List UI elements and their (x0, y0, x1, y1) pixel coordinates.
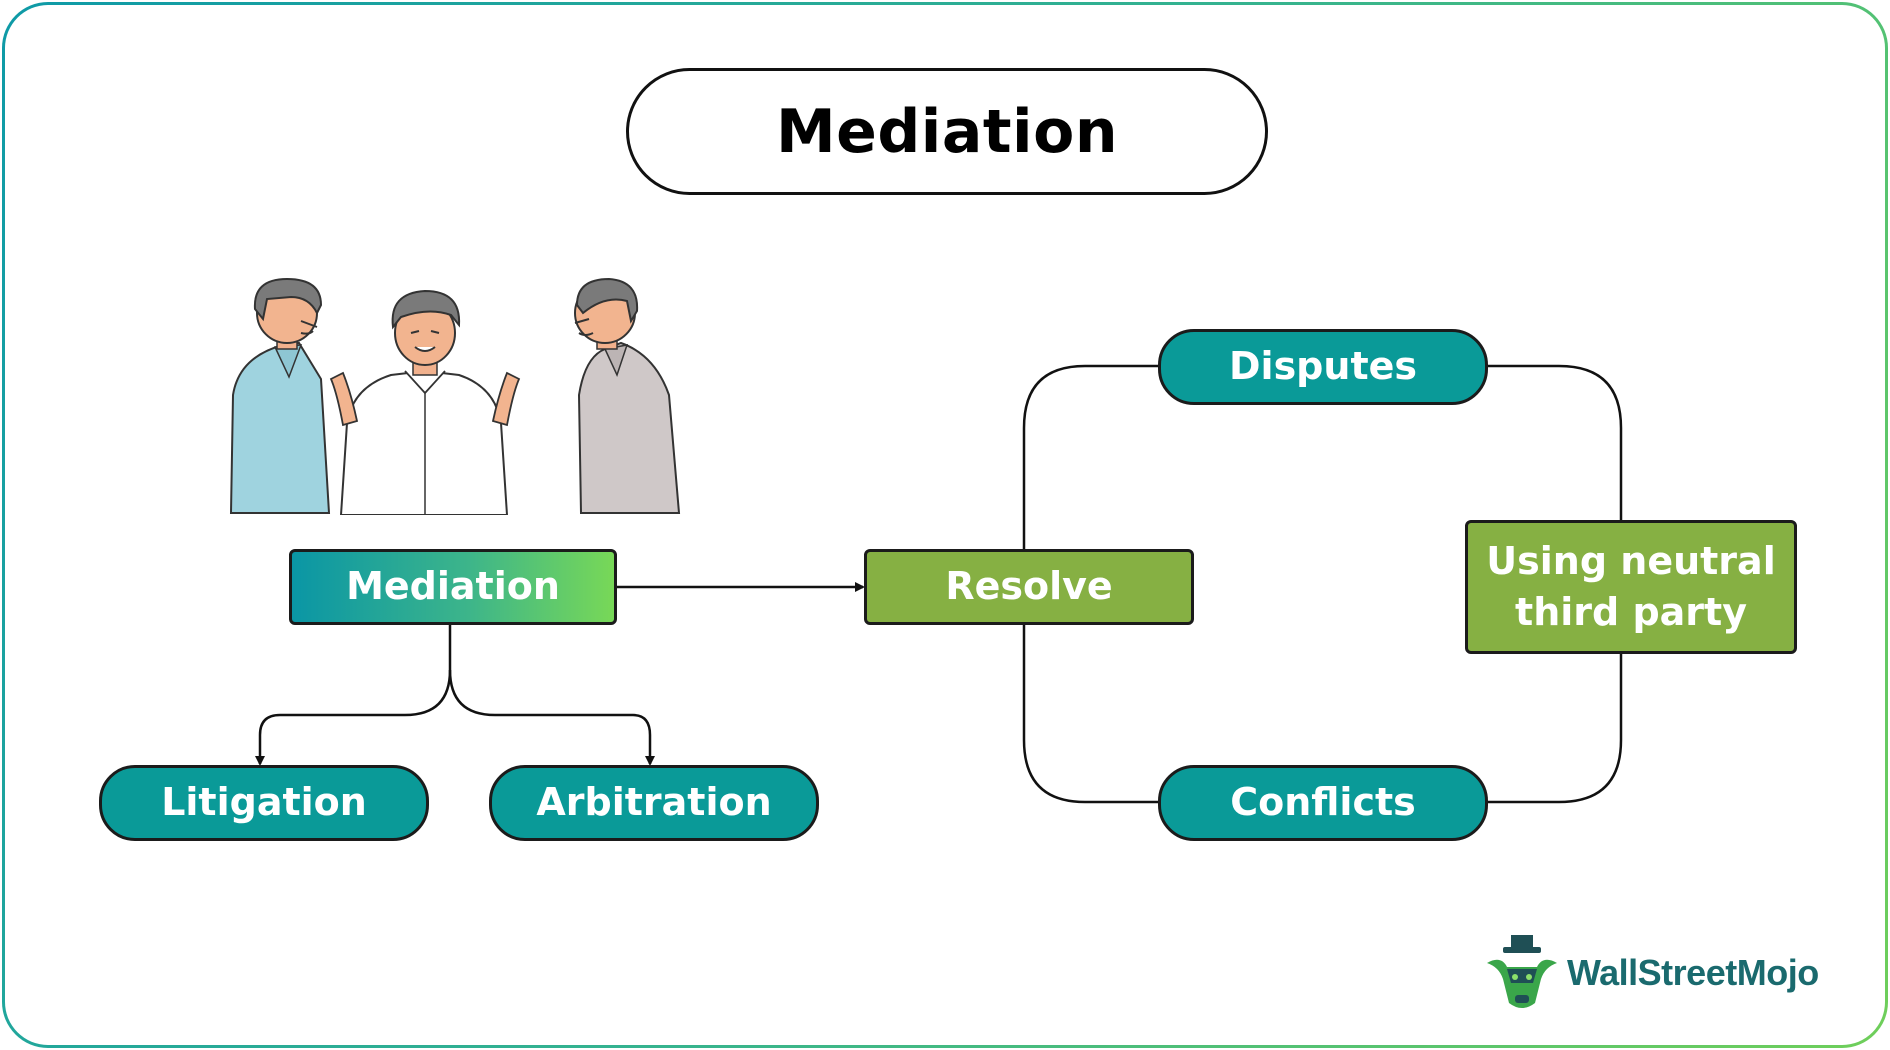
node-conflicts-label: Conflicts (1230, 780, 1416, 825)
line-resolve-to-disputes (1022, 364, 1158, 549)
node-disputes-label: Disputes (1229, 344, 1417, 389)
node-resolve-label: Resolve (945, 564, 1113, 609)
node-mediation: Mediation (289, 549, 617, 625)
left-man-figure (229, 277, 331, 514)
bull-icon (1487, 935, 1557, 1008)
node-litigation: Litigation (99, 765, 429, 841)
node-mediation-label: Mediation (346, 564, 560, 609)
node-litigation-label: Litigation (161, 780, 367, 825)
node-disputes: Disputes (1158, 329, 1488, 405)
logo-text: WallStreetMojo (1567, 952, 1819, 993)
connector-lines (255, 364, 1623, 804)
slide-canvas: Mediation Mediation Litigation Arbitrati… (5, 5, 1885, 1045)
wallstreetmojo-logo: WallStreetMojo (1483, 933, 1819, 1013)
node-neutral-line-2: third party (1515, 590, 1747, 634)
arrow-mediation-to-litigation (255, 624, 452, 766)
middle-man-figure (329, 289, 521, 515)
node-arbitration-label: Arbitration (536, 780, 772, 825)
node-arbitration: Arbitration (489, 765, 819, 841)
title-pill: Mediation (626, 68, 1268, 195)
line-conflicts-to-resolve (1022, 625, 1158, 804)
three-people-mediating-illustration (229, 277, 681, 515)
line-disputes-to-neutral-party (1482, 364, 1623, 520)
node-neutral-third-party: Using neutral third party (1465, 520, 1797, 654)
line-neutral-party-to-conflicts (1482, 653, 1623, 804)
node-resolve: Resolve (864, 549, 1194, 625)
page-title: Mediation (775, 96, 1119, 167)
right-man-figure (574, 277, 681, 514)
node-conflicts: Conflicts (1158, 765, 1488, 841)
node-neutral-line-1: Using neutral (1486, 538, 1776, 583)
arrow-mediation-to-arbitration (448, 669, 655, 766)
